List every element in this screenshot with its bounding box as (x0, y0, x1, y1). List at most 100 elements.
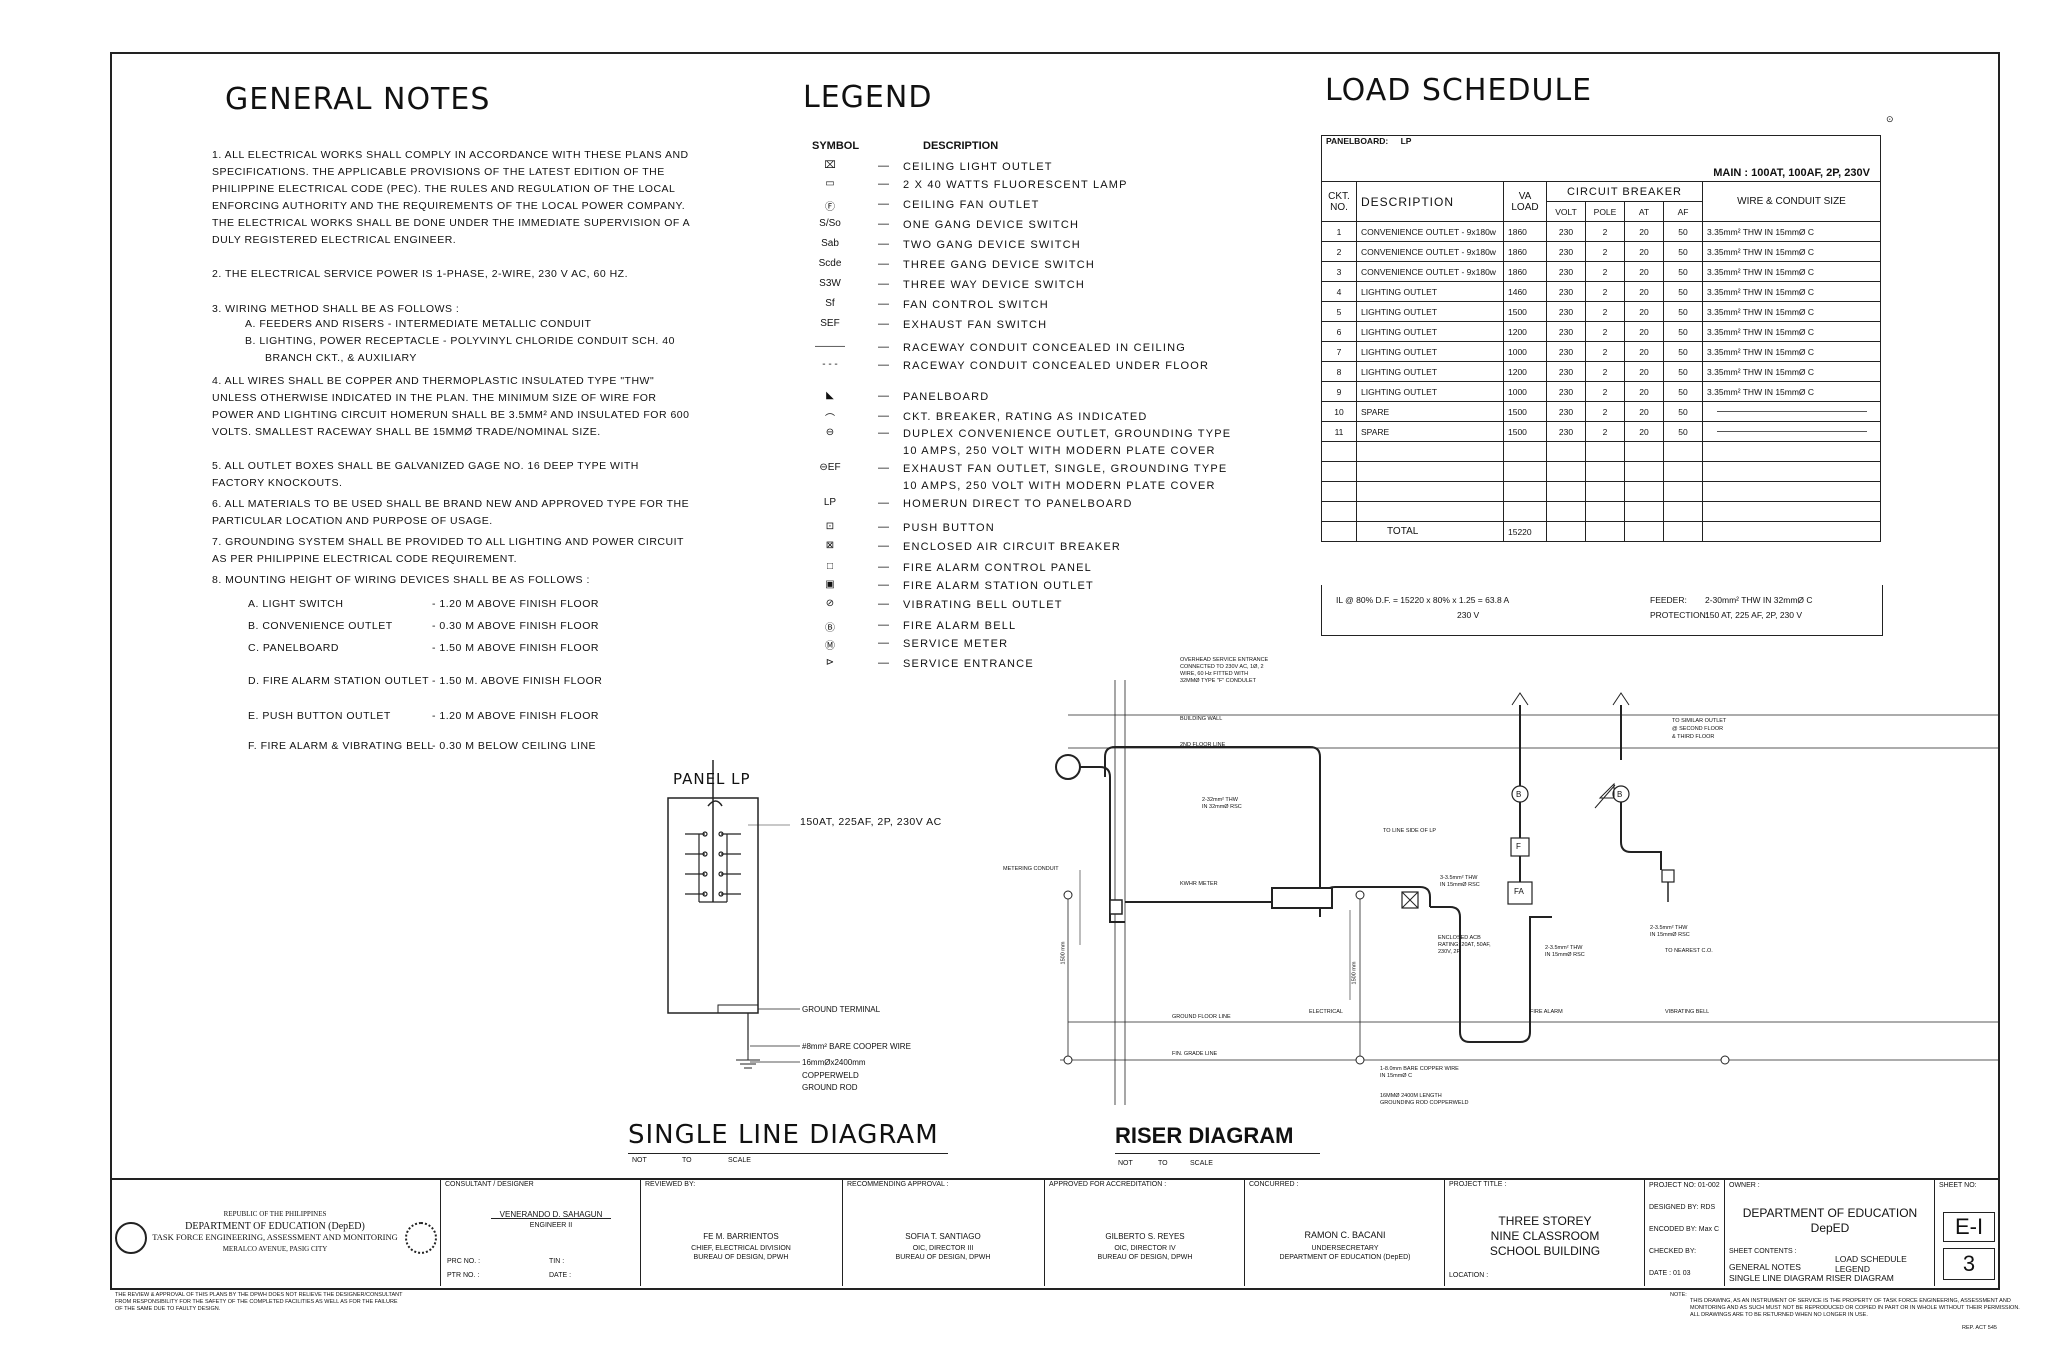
cell-volt: 230 (1546, 221, 1586, 242)
feeder-value: 2-30mm² THW IN 32mmØ C (1705, 595, 1813, 605)
total-value: 15220 (1503, 521, 1547, 542)
il-divisor: 230 V (1457, 610, 1480, 620)
legend-description: HOMERUN DIRECT TO PANELBOARD (903, 498, 1133, 510)
reviewed-title-2: BUREAU OF DESIGN, DPWH (693, 1254, 789, 1261)
header-breaker: CIRCUIT BREAKER (1546, 181, 1703, 202)
riser-to-similar-2: @ SECOND FLOOR (1672, 726, 1724, 732)
note-8: 8. MOUNTING HEIGHT OF WIRING DEVICES SHA… (212, 574, 590, 586)
header-af: AF (1663, 201, 1703, 222)
footer-rep-act: REP. ACT 545 (1962, 1325, 1997, 1331)
header-volt: VOLT (1546, 201, 1586, 222)
cell-at: 20 (1624, 361, 1664, 382)
legend-symbol: ⊘ (825, 598, 835, 609)
cell-desc: SPARE (1356, 421, 1504, 442)
cell-ckt: 1 (1321, 221, 1357, 242)
date-label: DATE : (549, 1272, 572, 1279)
legend-symbol: Ⓕ (825, 202, 835, 213)
cell-wire: 3.35mm² THW IN 15mmØ C (1702, 281, 1881, 302)
cell-ckt: 6 (1321, 321, 1357, 342)
reviewed-cell: REVIEWED BY: FE M. BARRIENTOS CHIEF, ELE… (640, 1178, 843, 1286)
recommending-title-1: OIC, DIRECTOR III (912, 1245, 974, 1252)
legend-symbol: ⊖ (825, 427, 835, 438)
single-line-not: NOT (632, 1157, 647, 1164)
cell-wire (1702, 421, 1881, 442)
approved-name: GILBERTO S. REYES (1105, 1232, 1185, 1241)
legend-symbol: □ (826, 561, 834, 572)
legend-description: SERVICE ENTRANCE (903, 658, 1034, 670)
cell-af: 50 (1663, 321, 1703, 342)
contents-diagrams: SINGLE LINE DIAGRAM RISER DIAGRAM (1729, 1273, 1894, 1283)
date-value: DATE : 01 03 (1649, 1270, 1691, 1277)
footer-right: THIS DRAWING, AS AN INSTRUMENT OF SERVIC… (1690, 1298, 2020, 1319)
legend-dash: — (878, 521, 889, 533)
legend-dash: — (878, 278, 889, 290)
cell-wire (1702, 401, 1881, 422)
riser-dim-1: 1500 mm (1060, 941, 1067, 965)
cell-at: 20 (1624, 321, 1664, 342)
mount-item: b. CONVENIENCE OUTLET (248, 620, 393, 632)
designed-by: DESIGNED BY: RDS (1649, 1204, 1716, 1211)
legend-dash: — (878, 218, 889, 230)
legend-description: FIRE ALARM BELL (903, 620, 1017, 632)
cell-volt: 230 (1546, 421, 1586, 442)
cell-wire: 3.35mm² THW IN 15mmØ C (1702, 221, 1881, 242)
riser-wire-b: 3-3.5mm² THW IN 15mmØ RSC (1440, 875, 1480, 889)
ground-rod-2: COPPERWELD (802, 1071, 859, 1080)
riser-acb-3: 230V, 2P (1438, 949, 1461, 955)
riser-copper: 1-8.0mm BARE COPPER WIRE IN 15mmØ C (1380, 1066, 1459, 1080)
riser-overhead-2: CONNECTED TO 230V AC, 1Ø, 2 (1180, 664, 1264, 670)
footer-left: THE REVIEW & APPROVAL OF THIS PLANS BY T… (115, 1292, 403, 1313)
load-schedule-title: LOAD SCHEDULE (1325, 73, 1593, 108)
cell-ckt: 2 (1321, 241, 1357, 262)
cell-pole: 2 (1585, 301, 1625, 322)
legend-symbol: ⊡ (825, 521, 835, 532)
cell-desc: LIGHTING OUTLET (1356, 321, 1504, 342)
concurred-name: RAMON C. BACANI (1304, 1230, 1386, 1240)
legend-symbol: ⊳ (825, 657, 835, 668)
header-ckt: CKT. NO. (1321, 181, 1357, 222)
cell-ckt: 8 (1321, 361, 1357, 382)
legend-description: CEILING LIGHT OUTLET (903, 161, 1053, 173)
riser-electrical: ELECTRICAL (1309, 1009, 1343, 1015)
mount-item: d. FIRE ALARM STATION OUTLET (248, 675, 430, 687)
cell-at: 20 (1624, 421, 1664, 442)
wiring-b-cont: BRANCH CKT., & AUXILIARY (265, 352, 417, 364)
riser-vibrating: VIBRATING BELL (1665, 1009, 1710, 1015)
legend-symbol: ▭ (825, 178, 835, 189)
footer-right-2: MONITORING AND AS SUCH MUST NOT BE REPRO… (1690, 1305, 2020, 1311)
cell-wire: 3.35mm² THW IN 15mmØ C (1702, 261, 1881, 282)
project-cell: PROJECT TITLE : THREE STOREY NINE CLASSR… (1444, 1178, 1645, 1286)
cell-at: 20 (1624, 341, 1664, 362)
cell-va: 1860 (1503, 241, 1547, 262)
consultant-name: VENERANDO D. SAHAGUN (499, 1210, 603, 1219)
riser-to-nearest: TO NEAREST C.O. (1665, 948, 1713, 954)
legend-dash: — (878, 390, 889, 402)
legend-symbol: LP (823, 497, 837, 508)
legend-symbol: Ⓑ (825, 623, 835, 634)
single-line-title: SINGLE LINE DIAGRAM (628, 1120, 939, 1150)
cell-volt: 230 (1546, 401, 1586, 422)
mount-item: f. FIRE ALARM & VIBRATING BELL (248, 740, 434, 752)
legend-dash: — (878, 410, 889, 422)
single-line-underline (628, 1153, 948, 1154)
cell-desc: LIGHTING OUTLET (1356, 381, 1504, 402)
dept-label: DEPARTMENT OF EDUCATION (DepED) (185, 1221, 365, 1232)
cell-volt: 230 (1546, 321, 1586, 342)
legend-description: THREE GANG DEVICE SWITCH (903, 259, 1095, 271)
riser-to: TO (1158, 1160, 1168, 1167)
legend-symbol: SEF (820, 318, 840, 329)
header-wire: WIRE & CONDUIT SIZE (1702, 181, 1881, 222)
cell-va: 1500 (1503, 301, 1547, 322)
approved-title-2: BUREAU OF DESIGN, DPWH (1097, 1254, 1193, 1261)
legend-description: RACEWAY CONDUIT CONCEALED IN CEILING (903, 342, 1186, 354)
footer-right-3: ALL DRAWINGS ARE TO BE RETURNED WHEN NO … (1690, 1312, 1868, 1318)
single-line-scale: SCALE (728, 1157, 751, 1164)
footer-left-3: OF THE SAME DUE TO FAULTY DESIGN. (115, 1306, 221, 1312)
cell-ckt: 11 (1321, 421, 1357, 442)
riser-bell-b2: B (1617, 790, 1623, 799)
legend-description: PUSH BUTTON (903, 522, 995, 534)
cell-va: 1200 (1503, 361, 1547, 382)
